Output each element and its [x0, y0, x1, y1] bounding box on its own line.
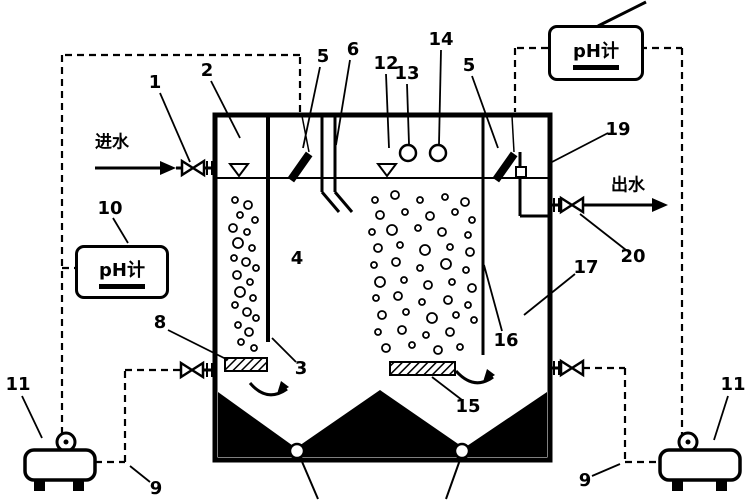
drain-leader-right [445, 456, 462, 500]
outlet-arrowhead [652, 198, 668, 212]
ph-meter-right: pH计 [548, 25, 644, 81]
inlet-label: 进水 [95, 132, 129, 153]
ref-12: 12 [373, 53, 399, 74]
outlet-weir-float [515, 166, 527, 178]
diffusers [224, 357, 456, 376]
mid-divider-chute-a [320, 191, 341, 213]
internal-baffles [266, 117, 549, 355]
wire-left [60, 53, 302, 442]
level-symbol-right [376, 163, 398, 178]
ref-11-left: 11 [5, 374, 31, 395]
ph-meter-left-display-bar [99, 283, 145, 289]
pump-left-body [23, 448, 97, 482]
diffuser-right [389, 361, 456, 376]
ph-meter-right-label: pH计 [573, 40, 619, 62]
pump-right-body [658, 448, 742, 482]
hopper-bottom [218, 390, 547, 500]
ref-11-right: 11 [720, 374, 746, 395]
ref-5-right: 5 [462, 55, 476, 76]
outlet-label: 出水 [611, 175, 645, 196]
port-14 [428, 143, 448, 163]
flow-arrow-left [248, 381, 288, 397]
ph-meter-right-cable [597, 0, 647, 28]
hopper-shape [218, 390, 547, 457]
ph-meter-right-display-bar [573, 64, 619, 70]
bubbles-left [228, 196, 260, 352]
drain-port-left [288, 442, 306, 460]
pump-right [658, 431, 742, 491]
ph-meter-left-label: pH计 [99, 259, 145, 281]
drain-port-right [453, 442, 471, 460]
pump-left [23, 431, 97, 491]
outlet-valve [559, 195, 585, 215]
ref-14: 14 [428, 29, 454, 50]
ph-electrode-right [492, 151, 518, 183]
bubbles-right [368, 190, 478, 355]
ref-9-left: 9 [149, 478, 163, 499]
ref-10: 10 [97, 198, 123, 219]
drain-leader-left [299, 456, 319, 500]
air-pipe-right [550, 358, 658, 464]
ph-meter-left: pH计 [75, 245, 169, 299]
ref-6: 6 [346, 39, 360, 60]
air-valve-right [559, 358, 585, 378]
ref-2: 2 [200, 60, 214, 81]
level-symbol-left [228, 163, 250, 178]
ref-9-right: 9 [578, 470, 592, 491]
inlet-pipe [95, 158, 215, 178]
pump-left-foot-b [73, 480, 84, 491]
ref-1: 1 [148, 72, 162, 93]
air-pipe-left [95, 360, 215, 464]
ref-4: 4 [290, 248, 304, 269]
outlet-pipe [550, 195, 668, 215]
pump-right-foot-b [716, 480, 727, 491]
ref-20: 20 [620, 246, 646, 267]
air-valve-left [179, 360, 205, 380]
ref-15: 15 [455, 396, 481, 417]
ref-17: 17 [573, 257, 599, 278]
ref-16: 16 [493, 330, 519, 351]
pump-right-foot-a [672, 480, 683, 491]
ref-3: 3 [294, 358, 308, 379]
inlet-arrowhead [160, 161, 176, 175]
electrode-wire-right [511, 115, 515, 153]
ref-13: 13 [394, 63, 420, 84]
ref-5-left: 5 [316, 46, 330, 67]
indicator-ports [398, 143, 448, 163]
pump-left-foot-a [34, 480, 45, 491]
inlet-valve [180, 158, 206, 178]
ref-8: 8 [153, 312, 167, 333]
leader-lines [21, 49, 729, 483]
wire-right [513, 46, 684, 438]
diffuser-left [224, 357, 268, 372]
mid-divider-chute-b [333, 191, 354, 213]
port-13 [398, 143, 418, 163]
flow-arrow-right [454, 369, 494, 385]
ph-electrode-left [287, 151, 313, 183]
flow-arrows [248, 369, 495, 397]
ref-19: 19 [605, 119, 631, 140]
